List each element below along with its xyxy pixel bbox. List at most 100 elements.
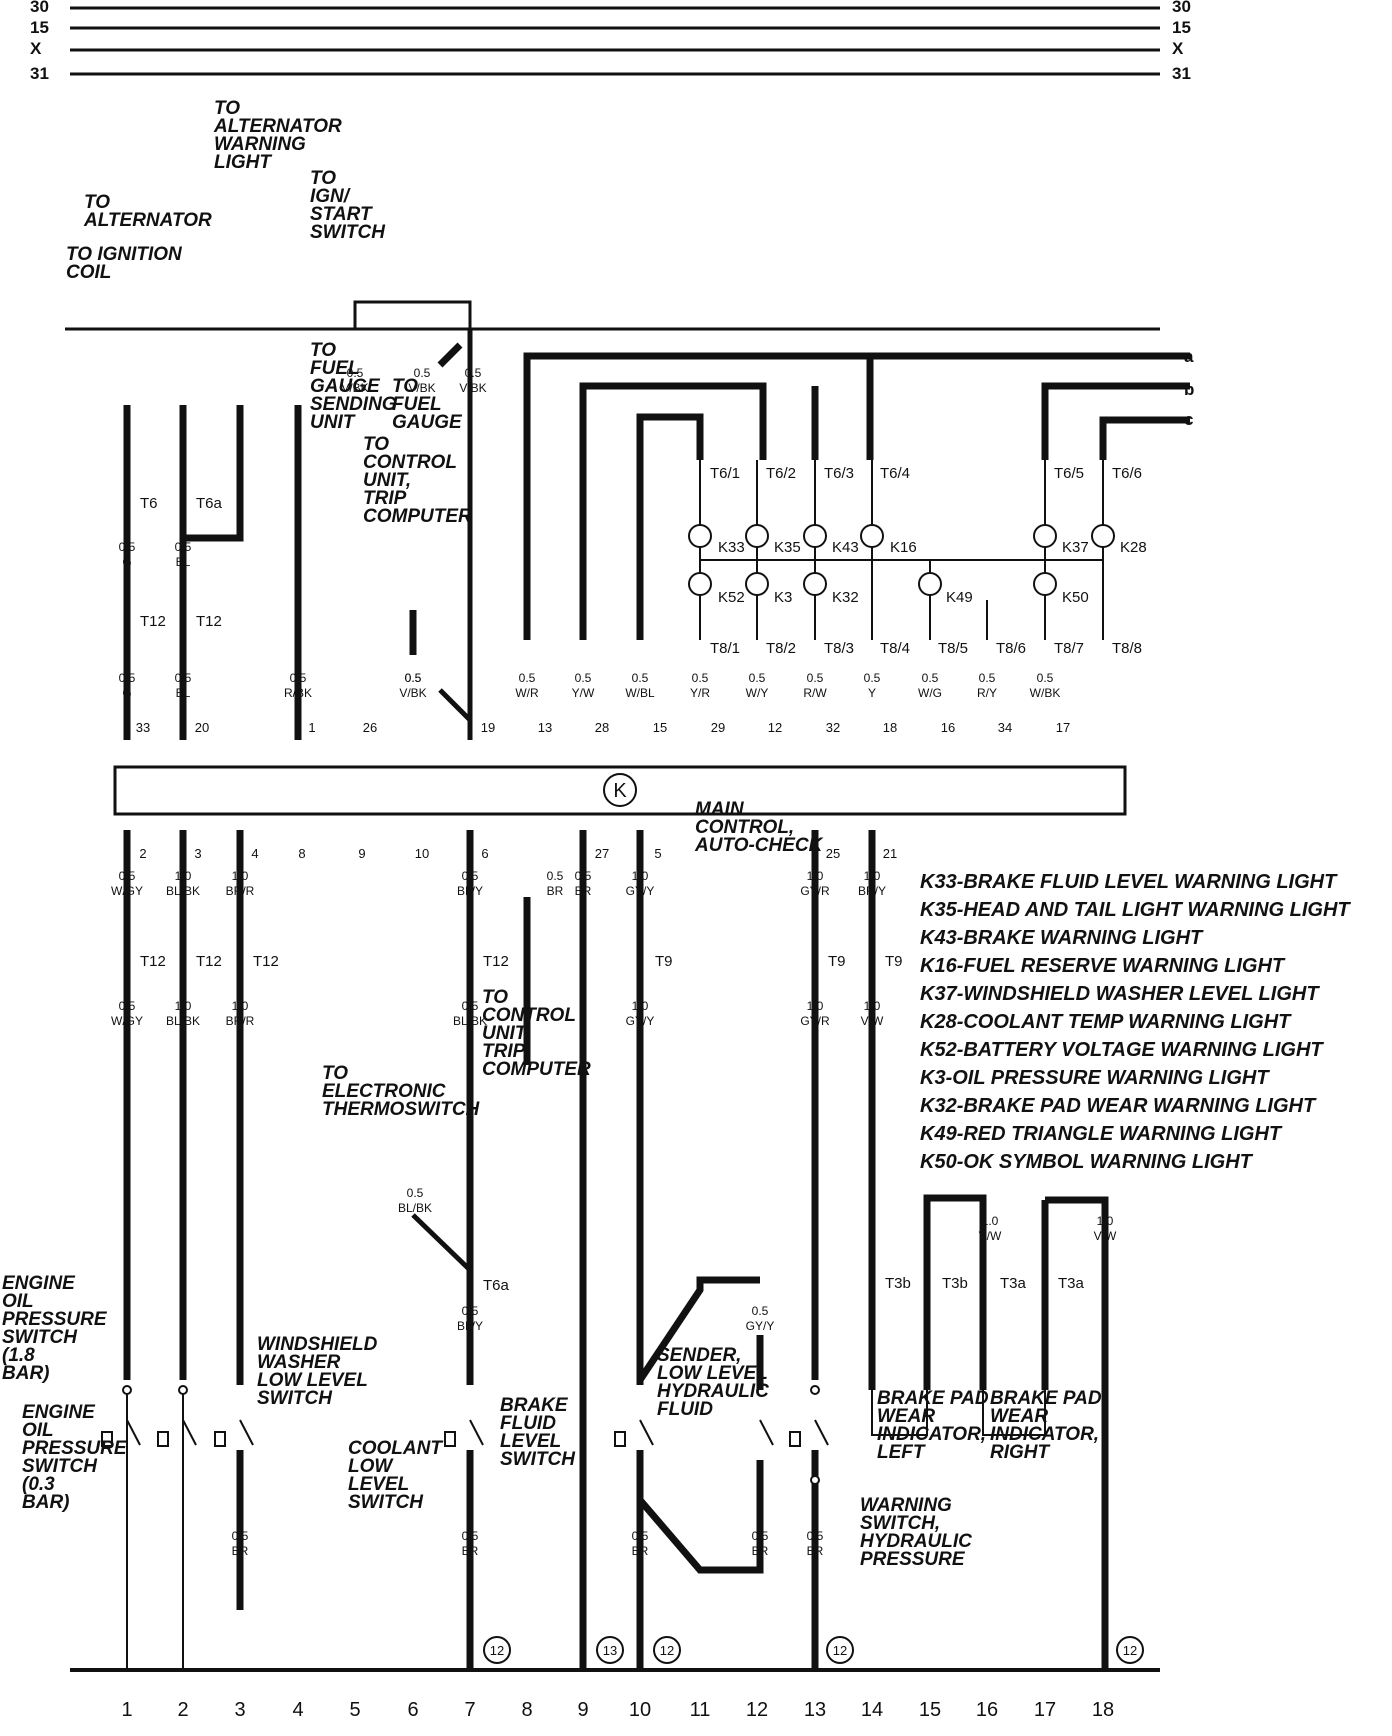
svg-text:12: 12 [490, 1643, 504, 1658]
svg-text:6: 6 [481, 846, 488, 861]
svg-text:0.5: 0.5 [119, 671, 136, 685]
bulb-k52: K52 [688, 572, 745, 606]
svg-text:BL: BL [176, 555, 191, 569]
column-number: 6 [407, 1699, 418, 1721]
bulb-k50: K50 [1033, 572, 1089, 606]
svg-text:0.5: 0.5 [119, 540, 136, 554]
svg-text:BR/R: BR/R [226, 1014, 255, 1028]
svg-text:K43: K43 [832, 539, 859, 556]
lower-wire-thermo: 0.5BL/BK [398, 1186, 432, 1215]
legend-item: K37-WINDSHIELD WASHER LEVEL LIGHT [920, 983, 1320, 1005]
rail-label-31: 31 [30, 64, 49, 83]
svg-text:0.5: 0.5 [752, 1304, 769, 1318]
svg-text:0.5: 0.5 [864, 671, 881, 685]
svg-text:12: 12 [768, 720, 782, 735]
svg-text:W/Y: W/Y [746, 686, 769, 700]
svg-text:GY/R: GY/R [800, 1014, 830, 1028]
column-number: 9 [577, 1699, 588, 1721]
svg-text:10: 10 [415, 846, 429, 861]
svg-text:0.5: 0.5 [405, 671, 422, 685]
edge-connector-a: a [1184, 347, 1194, 366]
svg-text:0.5: 0.5 [807, 671, 824, 685]
upper-wire-ft: 0.5V/BK [459, 366, 486, 395]
connector-t3a: T3a [1058, 1275, 1085, 1292]
svg-text:0.5: 0.5 [462, 1529, 479, 1543]
ground-refs: 12 13 12 12 12 [483, 1636, 1144, 1664]
svg-text:K49: K49 [946, 589, 973, 606]
svg-text:0.5: 0.5 [462, 1304, 479, 1318]
svg-text:K32: K32 [832, 589, 859, 606]
rail-label-30: 30 [1172, 0, 1191, 16]
svg-text:BL/BK: BL/BK [166, 1014, 200, 1028]
connector-t8-8: T8/8 [1112, 640, 1142, 657]
lower-wire-2: 1.0BL/BK [166, 999, 200, 1028]
left-wires [123, 405, 472, 740]
svg-text:26: 26 [363, 720, 377, 735]
ground-line [70, 1390, 1160, 1672]
control-unit-symbol [603, 773, 637, 807]
svg-text:BR: BR [752, 1544, 769, 1558]
bulb-k49: K49 [918, 572, 973, 606]
svg-text:1.0: 1.0 [175, 999, 192, 1013]
edge-connector-b: b [1184, 380, 1194, 399]
svg-text:V/BK: V/BK [341, 381, 368, 395]
svg-text:0.5: 0.5 [175, 671, 192, 685]
bottom-pin-4: 8 [298, 846, 305, 861]
svg-text:1.0: 1.0 [1097, 1214, 1114, 1228]
svg-text:15: 15 [653, 720, 667, 735]
svg-text:K50: K50 [1062, 589, 1089, 606]
connector-t6a: T6a [483, 1277, 510, 1294]
svg-text:K28: K28 [1120, 539, 1147, 556]
connector-t6-1: T6/1 [710, 465, 740, 482]
connector-t8-3: T8/3 [824, 640, 854, 657]
svg-text:0.5: 0.5 [519, 671, 536, 685]
legend-item: K35-HEAD AND TAIL LIGHT WARNING LIGHT [920, 899, 1351, 921]
svg-text:V/BK: V/BK [408, 381, 435, 395]
svg-text:0.5: 0.5 [347, 366, 364, 380]
svg-text:V/BK: V/BK [399, 686, 426, 700]
svg-text:17: 17 [1056, 720, 1070, 735]
bulb-k35: K35 [745, 524, 801, 556]
feed-lines [65, 300, 1190, 740]
edge-connector-c: c [1184, 410, 1193, 429]
column-number: 15 [919, 1699, 941, 1721]
svg-text:BR: BR [807, 1544, 824, 1558]
upper-wire-trip: 0.5 [405, 671, 422, 685]
svg-text:G: G [122, 686, 131, 700]
bulb-k37: K37 [1033, 524, 1089, 556]
connector-t12: T12 [140, 613, 166, 630]
lower-wire-18: 1.0V/W [1094, 1214, 1117, 1243]
switch-col13 [789, 1385, 829, 1485]
connector-t12: T12 [140, 953, 166, 970]
column-number: 3 [234, 1699, 245, 1721]
svg-text:0.5: 0.5 [405, 671, 422, 685]
top-wire-12: 0.5W/Y12 [746, 671, 783, 735]
switch-col1 [101, 1385, 141, 1447]
svg-text:V/W: V/W [861, 1014, 884, 1028]
svg-text:BR: BR [232, 1544, 249, 1558]
connector-t9: T9 [655, 953, 673, 970]
svg-text:0.5: 0.5 [692, 671, 709, 685]
switch-col12 [759, 1419, 774, 1446]
svg-text:0.5: 0.5 [547, 869, 564, 883]
column-number: 2 [177, 1699, 188, 1721]
svg-text:0.5: 0.5 [175, 540, 192, 554]
ground-ref-col13: 12 [826, 1636, 854, 1664]
svg-text:19: 19 [481, 720, 495, 735]
svg-text:Y/R: Y/R [690, 686, 710, 700]
svg-text:0.5: 0.5 [922, 671, 939, 685]
column-number: 5 [349, 1699, 360, 1721]
connector-t8-1: T8/1 [710, 640, 740, 657]
svg-text:9: 9 [358, 846, 365, 861]
